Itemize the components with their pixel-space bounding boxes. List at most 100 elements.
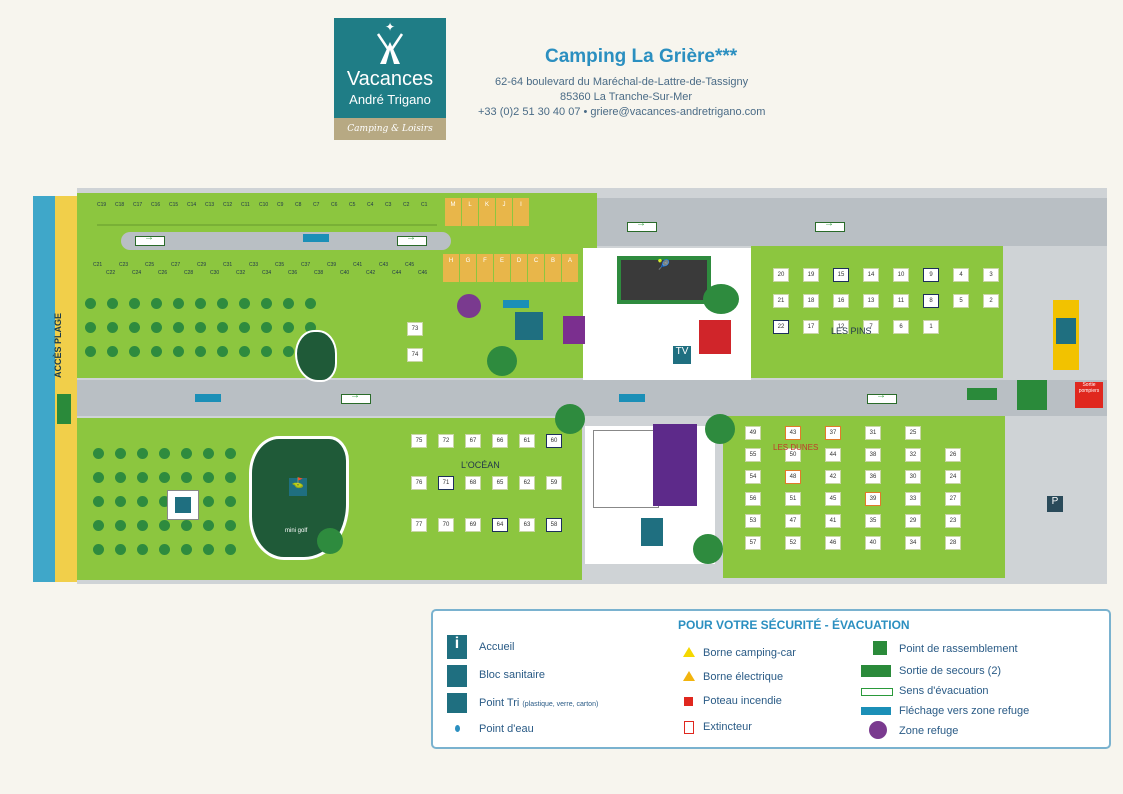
plot-c9[interactable]: C9 (277, 202, 284, 208)
plot-c28[interactable]: C28 (184, 270, 194, 276)
emplacement-28[interactable]: 28 (945, 536, 961, 550)
emplacement-22[interactable]: 22 (773, 320, 789, 334)
emplacement-49[interactable]: 49 (745, 426, 761, 440)
plot-c26[interactable]: C26 (158, 270, 168, 276)
plot-k[interactable]: K (479, 198, 495, 226)
plot-c4[interactable]: C4 (367, 202, 374, 208)
emplacement-23[interactable]: 23 (945, 514, 961, 528)
plot-c40[interactable]: C40 (340, 270, 350, 276)
emplacement-53[interactable]: 53 (745, 514, 761, 528)
plot-j[interactable]: J (496, 198, 512, 226)
emplacement-50[interactable]: 50 (785, 448, 801, 462)
emplacement-73[interactable]: 73 (407, 322, 423, 336)
emplacement-30[interactable]: 30 (905, 470, 921, 484)
emplacement-75[interactable]: 75 (411, 434, 427, 448)
plot-c16[interactable]: C16 (151, 202, 161, 208)
plot-i[interactable]: I (513, 198, 529, 226)
emplacement-41[interactable]: 41 (825, 514, 841, 528)
emplacement-40[interactable]: 40 (865, 536, 881, 550)
plot-c23[interactable]: C23 (119, 262, 129, 268)
plot-c1[interactable]: C1 (421, 202, 428, 208)
emplacement-76[interactable]: 76 (411, 476, 427, 490)
plot-c19[interactable]: C19 (97, 202, 107, 208)
plot-d[interactable]: D (511, 254, 527, 282)
emplacement-54[interactable]: 54 (745, 470, 761, 484)
plot-c8[interactable]: C8 (295, 202, 302, 208)
emplacement-60[interactable]: 60 (546, 434, 562, 448)
plot-c17[interactable]: C17 (133, 202, 143, 208)
plot-c46[interactable]: C46 (418, 270, 428, 276)
plot-c11[interactable]: C11 (241, 202, 250, 208)
plot-c25[interactable]: C25 (145, 262, 155, 268)
plot-c44[interactable]: C44 (392, 270, 402, 276)
emplacement-8[interactable]: 8 (923, 294, 939, 308)
emplacement-2[interactable]: 2 (983, 294, 999, 308)
emplacement-16[interactable]: 16 (833, 294, 849, 308)
emplacement-15[interactable]: 15 (833, 268, 849, 282)
emplacement-37[interactable]: 37 (825, 426, 841, 440)
emplacement-32[interactable]: 32 (905, 448, 921, 462)
emplacement-72[interactable]: 72 (438, 434, 454, 448)
emplacement-52[interactable]: 52 (785, 536, 801, 550)
emplacement-25[interactable]: 25 (905, 426, 921, 440)
emplacement-10[interactable]: 10 (893, 268, 909, 282)
emplacement-35[interactable]: 35 (865, 514, 881, 528)
plot-c5[interactable]: C5 (349, 202, 356, 208)
emplacement-5[interactable]: 5 (953, 294, 969, 308)
emplacement-36[interactable]: 36 (865, 470, 881, 484)
emplacement-48[interactable]: 48 (785, 470, 801, 484)
plot-c18[interactable]: C18 (115, 202, 125, 208)
plot-c10[interactable]: C10 (259, 202, 269, 208)
emplacement-17[interactable]: 17 (803, 320, 819, 334)
emplacement-4[interactable]: 4 (953, 268, 969, 282)
emplacement-18[interactable]: 18 (803, 294, 819, 308)
emplacement-34[interactable]: 34 (905, 536, 921, 550)
plot-c37[interactable]: C37 (301, 262, 311, 268)
emplacement-42[interactable]: 42 (825, 470, 841, 484)
emplacement-63[interactable]: 63 (519, 518, 535, 532)
emplacement-44[interactable]: 44 (825, 448, 841, 462)
emplacement-29[interactable]: 29 (905, 514, 921, 528)
emplacement-70[interactable]: 70 (438, 518, 454, 532)
emplacement-64[interactable]: 64 (492, 518, 508, 532)
emplacement-47[interactable]: 47 (785, 514, 801, 528)
plot-c34[interactable]: C34 (262, 270, 272, 276)
emplacement-14[interactable]: 14 (863, 268, 879, 282)
plot-c27[interactable]: C27 (171, 262, 181, 268)
emplacement-57[interactable]: 57 (745, 536, 761, 550)
emplacement-13[interactable]: 13 (863, 294, 879, 308)
plot-l[interactable]: L (462, 198, 478, 226)
plot-f[interactable]: F (477, 254, 493, 282)
plot-c6[interactable]: C6 (331, 202, 338, 208)
emplacement-51[interactable]: 51 (785, 492, 801, 506)
plot-c7[interactable]: C7 (313, 202, 320, 208)
emplacement-33[interactable]: 33 (905, 492, 921, 506)
emplacement-65[interactable]: 65 (492, 476, 508, 490)
emplacement-55[interactable]: 55 (745, 448, 761, 462)
emplacement-68[interactable]: 68 (465, 476, 481, 490)
emplacement-67[interactable]: 67 (465, 434, 481, 448)
plot-c41[interactable]: C41 (353, 262, 363, 268)
plot-m[interactable]: M (445, 198, 461, 226)
emplacement-39[interactable]: 39 (865, 492, 881, 506)
emplacement-24[interactable]: 24 (945, 470, 961, 484)
emplacement-1[interactable]: 1 (923, 320, 939, 334)
plot-c3[interactable]: C3 (385, 202, 392, 208)
emplacement-21[interactable]: 21 (773, 294, 789, 308)
emplacement-7[interactable]: 7 (863, 320, 879, 334)
plot-e[interactable]: E (494, 254, 510, 282)
plot-c36[interactable]: C36 (288, 270, 298, 276)
plot-c43[interactable]: C43 (379, 262, 389, 268)
emplacement-12[interactable]: 12 (833, 320, 849, 334)
emplacement-59[interactable]: 59 (546, 476, 562, 490)
plot-c42[interactable]: C42 (366, 270, 376, 276)
emplacement-71[interactable]: 71 (438, 476, 454, 490)
plot-c31[interactable]: C31 (223, 262, 233, 268)
plot-c29[interactable]: C29 (197, 262, 207, 268)
plot-c13[interactable]: C13 (205, 202, 215, 208)
emplacement-19[interactable]: 19 (803, 268, 819, 282)
emplacement-26[interactable]: 26 (945, 448, 961, 462)
emplacement-43[interactable]: 43 (785, 426, 801, 440)
plot-c2[interactable]: C2 (403, 202, 410, 208)
plot-g[interactable]: G (460, 254, 476, 282)
